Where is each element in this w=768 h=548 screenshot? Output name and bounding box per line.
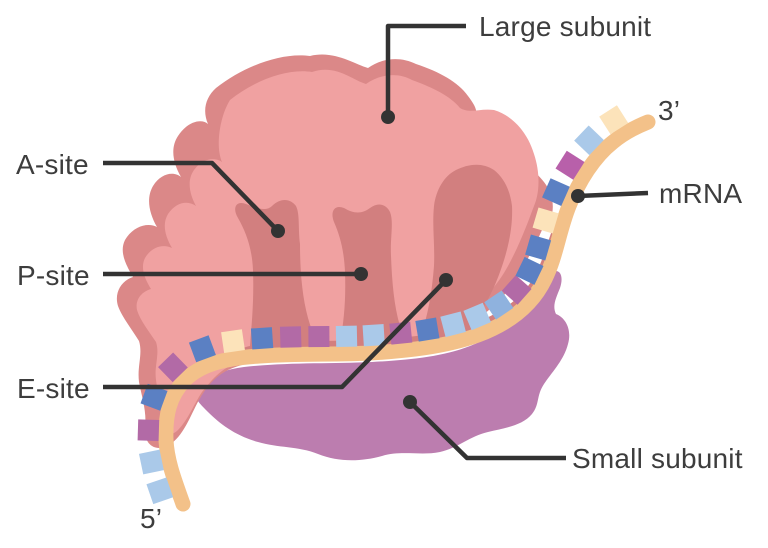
codon-square xyxy=(158,352,188,383)
pointer-small-subunit xyxy=(408,400,566,461)
p-site-channel xyxy=(332,204,409,349)
codon-square xyxy=(463,302,491,331)
label-a-site: A-site xyxy=(16,149,89,180)
pointer-large-subunit xyxy=(385,23,466,117)
e-site-channel xyxy=(420,164,513,339)
label-small-subunit: Small subunit xyxy=(572,443,743,474)
small-subunit-shape xyxy=(194,270,570,461)
label-five-prime: 5’ xyxy=(140,503,163,534)
codon-square xyxy=(137,419,160,442)
codon-square xyxy=(415,317,440,342)
codon-square xyxy=(140,383,168,411)
codon-square xyxy=(146,477,174,505)
codon-square xyxy=(250,327,274,350)
mrna-codons xyxy=(137,105,629,505)
mrna-strand xyxy=(158,114,656,512)
codon-square xyxy=(221,329,245,354)
codon-square xyxy=(555,150,585,180)
codon-square xyxy=(599,105,629,135)
codon-square xyxy=(188,335,216,363)
label-three-prime: 3’ xyxy=(658,95,681,126)
codon-square xyxy=(525,234,552,261)
codon-square xyxy=(574,125,604,156)
pointer-a-site xyxy=(103,160,280,233)
codon-square xyxy=(542,178,570,206)
codon-square xyxy=(308,326,330,348)
pointer-mrna xyxy=(577,190,649,199)
codon-square xyxy=(532,207,559,234)
codon-square xyxy=(362,324,385,347)
pointer-dot-mrna xyxy=(571,189,585,203)
pointer-dot-large-subunit xyxy=(381,110,395,124)
label-mrna: mRNA xyxy=(659,178,743,209)
codon-square xyxy=(279,326,302,348)
codon-square xyxy=(138,449,164,475)
codon-square xyxy=(440,311,466,338)
codon-square xyxy=(515,256,544,285)
label-e-site: E-site xyxy=(17,373,90,404)
codon-square xyxy=(389,321,413,345)
codon-square xyxy=(484,290,514,320)
pointer-lines xyxy=(103,23,649,461)
pointer-dot-e-site xyxy=(439,273,453,287)
label-large-subunit: Large subunit xyxy=(479,11,652,42)
codon-square xyxy=(501,275,532,305)
label-p-site: P-site xyxy=(17,260,90,291)
pointer-dot-p-site xyxy=(354,267,368,281)
pointer-e-site xyxy=(103,278,448,390)
pointer-dot-a-site xyxy=(271,224,285,238)
pointer-dot-small-subunit xyxy=(403,395,417,409)
codon-square xyxy=(335,325,358,348)
